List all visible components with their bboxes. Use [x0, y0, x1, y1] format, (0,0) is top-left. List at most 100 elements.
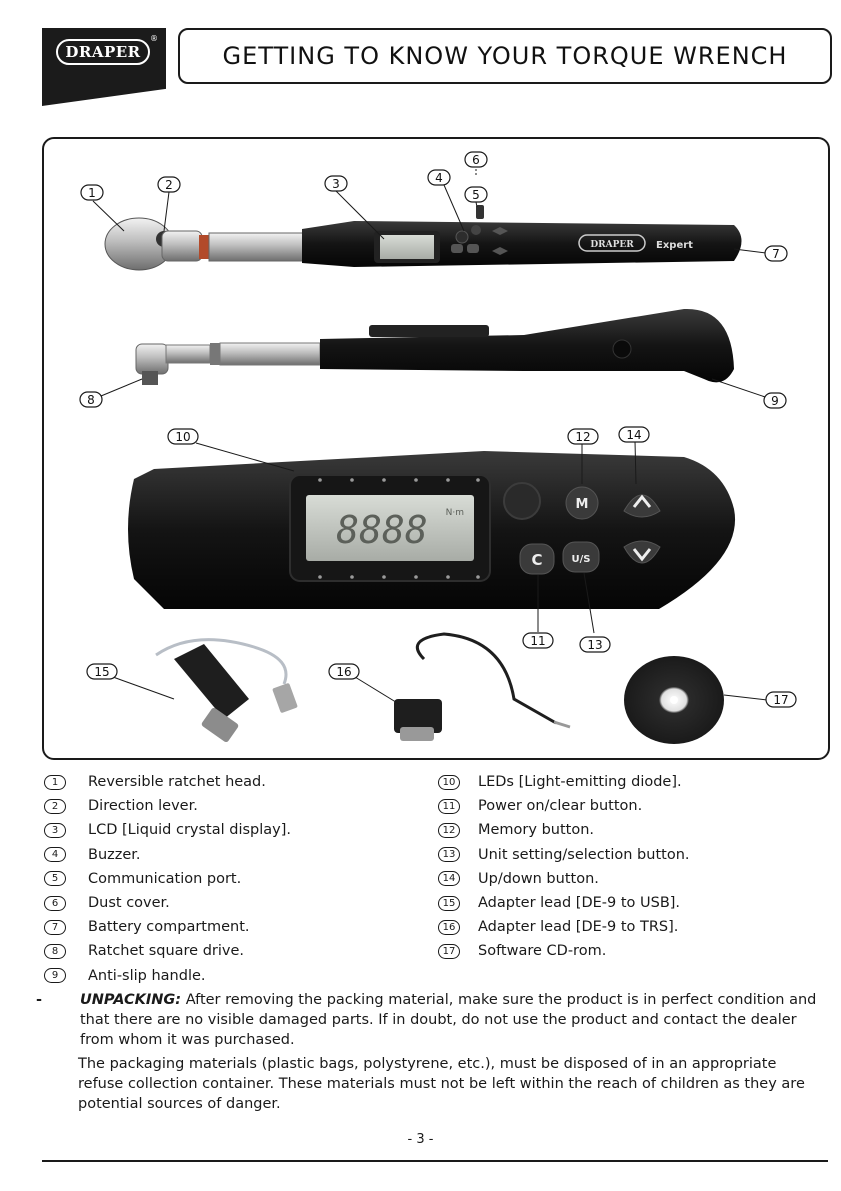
- legend-number: 8: [44, 943, 66, 959]
- svg-text:4: 4: [435, 171, 443, 185]
- legend-number: 17: [438, 943, 460, 959]
- product-logo-sub: Expert: [656, 240, 693, 251]
- unpacking-label: UNPACKING:: [80, 992, 182, 1008]
- product-logo-badge: [578, 234, 646, 252]
- svg-text:9: 9: [771, 394, 779, 408]
- legend-item: 2 Direction lever.: [44, 794, 291, 818]
- legend-number: 14: [438, 871, 460, 887]
- callout-3: 3: [324, 175, 348, 192]
- callout-9: 9: [763, 392, 787, 409]
- torque-wrench-diagram: DRAPER Expert 8: [79, 151, 797, 744]
- callout-12: 12: [567, 428, 599, 445]
- legend-text: Reversible ratchet head.: [88, 774, 266, 791]
- unit-button: [562, 541, 600, 573]
- diagram-panel: DRAPER Expert 8: [42, 137, 830, 760]
- callout-14: 14: [618, 426, 650, 443]
- legend-text: Buzzer.: [88, 846, 141, 863]
- legend-item: 12 Memory button.: [438, 818, 690, 842]
- callout-6: 6: [464, 151, 488, 168]
- svg-text:8: 8: [87, 393, 95, 407]
- square-drive: [142, 371, 158, 385]
- svg-text:7: 7: [772, 247, 780, 261]
- legend-text: LEDs [Light-emitting diode].: [478, 774, 682, 791]
- handle-side: [320, 308, 734, 383]
- legend-text: Battery compartment.: [88, 919, 250, 936]
- product-logo: DRAPER: [590, 240, 634, 250]
- lcd-display: [306, 495, 474, 561]
- lcd-digits: 8888: [336, 508, 428, 552]
- svg-text:3: 3: [332, 177, 340, 191]
- memory-button: [565, 486, 599, 520]
- clear-button: [519, 543, 555, 575]
- accessory-trs-lead: [394, 632, 571, 741]
- svg-text:17: 17: [773, 693, 788, 707]
- callout-2: 2: [157, 176, 181, 193]
- wrench-side-view: [135, 308, 734, 385]
- legend-item: 11 Power on/clear button.: [438, 794, 690, 818]
- footer-rule: [42, 1160, 828, 1162]
- legend-number: 2: [44, 798, 66, 814]
- accessory-usb-lead: [155, 638, 298, 743]
- legend-right: 10 LEDs [Light-emitting diode]. 11 Power o…: [438, 770, 690, 964]
- unpacking-note: - UNPACKING: After removing the packing …: [36, 990, 826, 1050]
- unpacking-paragraph: UNPACKING: After removing the packing ma…: [36, 990, 826, 1050]
- legend-number: 9: [44, 968, 66, 984]
- legend-item: 9 Anti-slip handle.: [44, 964, 291, 988]
- up-button: [623, 494, 661, 518]
- ratchet-side: [135, 343, 169, 375]
- legend-text: Direction lever.: [88, 798, 198, 815]
- callout-13: 13: [579, 636, 611, 653]
- unpacking-text: After removing the packing material, mak…: [80, 992, 817, 1048]
- legend-number: 10: [438, 774, 460, 790]
- svg-text:12: 12: [575, 430, 590, 444]
- buzzer-grille: [503, 482, 541, 520]
- accessory-cd-rom: [624, 656, 724, 744]
- svg-text:1: 1: [88, 186, 96, 200]
- page-number: - 3 -: [407, 1132, 434, 1147]
- registered-mark: ®: [150, 34, 158, 43]
- brand-tab: DRAPER ®: [42, 28, 166, 106]
- legend-text: Unit setting/selection button.: [478, 846, 690, 863]
- legend-number: 12: [438, 822, 460, 838]
- legend-number: 11: [438, 798, 460, 814]
- callout-11: 11: [522, 632, 554, 649]
- down-arrow-icon: [632, 548, 652, 562]
- legend-text: Memory button.: [478, 822, 595, 839]
- legend-number: 3: [44, 822, 66, 838]
- title-box: GETTING TO KNOW YOUR TORQUE WRENCH: [178, 28, 832, 84]
- legend-number: 16: [438, 919, 460, 935]
- legend-text: Dust cover.: [88, 895, 170, 912]
- svg-text:13: 13: [587, 638, 602, 652]
- legend-text: Power on/clear button.: [478, 798, 643, 815]
- callout-5: 5: [464, 186, 488, 203]
- led-row-bottom: [318, 575, 480, 579]
- page-title: GETTING TO KNOW YOUR TORQUE WRENCH: [222, 42, 788, 70]
- svg-text:11: 11: [530, 634, 545, 648]
- callout-16: 16: [328, 663, 360, 680]
- legend-text: Anti-slip handle.: [88, 967, 206, 984]
- callout-7: 7: [764, 245, 788, 262]
- legend-number: 5: [44, 871, 66, 887]
- legend-text: Adapter lead [DE-9 to USB].: [478, 895, 681, 912]
- svg-text:16: 16: [336, 665, 351, 679]
- callout-lines: [92, 169, 775, 705]
- display-closeup: 8888 N·m M C U/S: [128, 451, 736, 609]
- clear-button-label: C: [531, 551, 542, 569]
- note-dash: -: [36, 992, 43, 1008]
- callout-17: 17: [765, 691, 797, 708]
- callout-15: 15: [86, 663, 118, 680]
- svg-text:15: 15: [94, 665, 109, 679]
- packaging-paragraph: The packaging materials (plastic bags, p…: [78, 1056, 805, 1112]
